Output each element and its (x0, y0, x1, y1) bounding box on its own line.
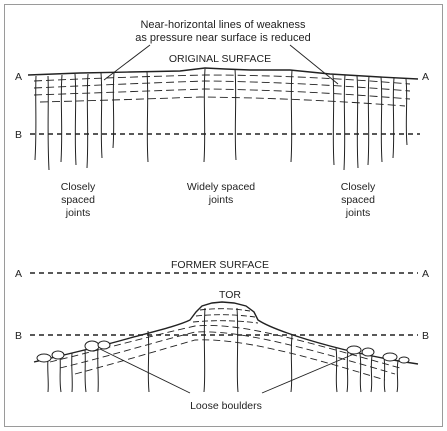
boulder-icon (382, 352, 398, 362)
joints-right (332, 74, 408, 171)
label-left-1: Closely (61, 181, 96, 193)
level-b-right-bottom: B (422, 330, 429, 342)
tor-sheeting-lines (192, 308, 259, 324)
label-middle-2: joints (208, 194, 234, 206)
joints-bottom (47, 307, 399, 393)
label-right-2: spaced (341, 194, 375, 206)
boulder-icon (361, 347, 375, 357)
loose-boulders (36, 340, 410, 364)
level-a-left: A (15, 71, 22, 83)
slope-sheeting-lines (49, 325, 401, 381)
label-right-1: Closely (341, 181, 376, 193)
label-middle-1: Widely spaced (187, 181, 255, 193)
level-b-left: B (15, 129, 22, 141)
label-left-3: joints (65, 207, 91, 219)
boulder-leaders (99, 348, 355, 394)
annotation-leaders (103, 44, 339, 85)
former-surface-label: FORMER SURFACE (171, 259, 269, 271)
boulder-icon (51, 350, 65, 360)
annotation-line-1: Near-horizontal lines of weakness (140, 19, 306, 31)
bottom-panel: FORMER SURFACE A A B B TOR (15, 259, 429, 412)
diagram-border (4, 4, 443, 427)
boulder-icon (84, 340, 100, 352)
label-left-2: spaced (61, 194, 95, 206)
loose-boulders-label: Loose boulders (190, 400, 262, 412)
sheeting-lines-top (33, 74, 411, 107)
original-surface-label: ORIGINAL SURFACE (169, 53, 271, 65)
boulder-icon (398, 356, 410, 364)
level-a-left-bottom: A (15, 268, 22, 280)
level-a-right-bottom: A (422, 268, 429, 280)
label-right-3: joints (345, 207, 371, 219)
original-surface-line (27, 67, 419, 80)
joints-middle (146, 68, 293, 163)
tor-label: TOR (219, 289, 241, 301)
joints-left (34, 72, 115, 171)
level-b-left-bottom: B (15, 330, 22, 342)
boulder-icon (346, 345, 362, 355)
top-panel: Near-horizontal lines of weakness as pre… (15, 19, 429, 219)
annotation-line-2: as pressure near surface is reduced (135, 32, 310, 44)
joint-labels: Closely spaced joints Widely spaced join… (61, 181, 376, 219)
level-a-right: A (422, 71, 429, 83)
boulder-icon (36, 353, 52, 363)
boulder-icon (97, 340, 111, 350)
